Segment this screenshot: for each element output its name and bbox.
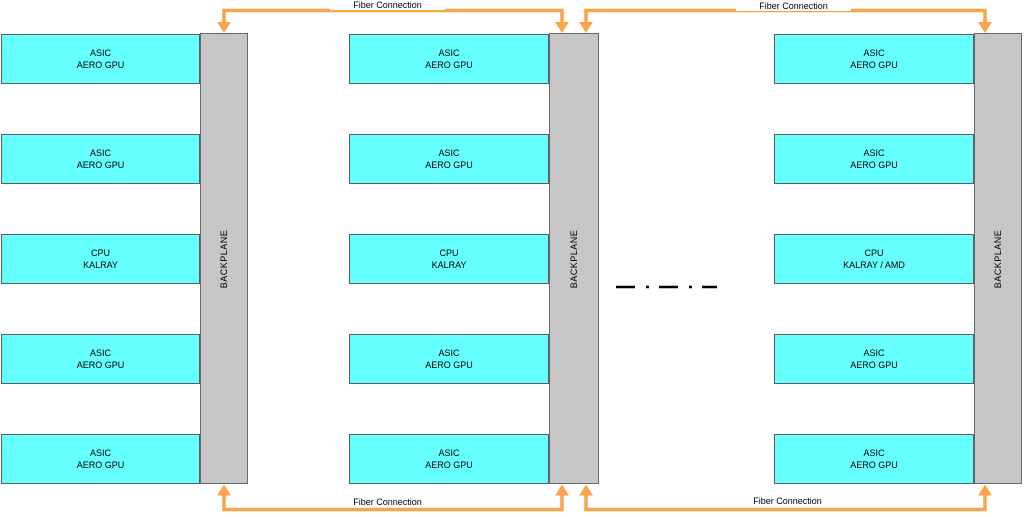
- arrow-down-icon: [555, 22, 569, 33]
- board-asic-aero-gpu: ASIC AERO GPU: [1, 34, 200, 84]
- arrow-down-icon: [978, 22, 992, 33]
- board-cpu-kalray: CPU KALRAY: [1, 234, 200, 284]
- board-line2: AERO GPU: [850, 160, 898, 170]
- arrow-down-icon: [217, 22, 231, 33]
- board-line1: ASIC: [863, 348, 885, 358]
- fiber-connection-label: Fiber Connection: [330, 497, 445, 507]
- board-asic-aero-gpu: ASIC AERO GPU: [774, 134, 974, 184]
- backplane-label: BACKPLANE: [569, 229, 579, 288]
- backplane-label: BACKPLANE: [993, 229, 1003, 288]
- fiber-connection-label: Fiber Connection: [330, 0, 445, 10]
- board-asic-aero-gpu: ASIC AERO GPU: [349, 334, 549, 384]
- arrow-up-icon: [217, 484, 231, 496]
- backplane-bar: BACKPLANE: [200, 33, 248, 484]
- board-line1: ASIC: [863, 148, 885, 158]
- board-line1: CPU: [439, 248, 459, 258]
- board-line2: AERO GPU: [850, 360, 898, 370]
- board-line1: ASIC: [89, 148, 111, 158]
- board-line1: ASIC: [438, 448, 460, 458]
- board-line1: ASIC: [438, 48, 460, 58]
- board-line1: ASIC: [438, 148, 460, 158]
- board-line1: ASIC: [863, 448, 885, 458]
- board-line1: ASIC: [89, 448, 111, 458]
- board-asic-aero-gpu: ASIC AERO GPU: [774, 34, 974, 84]
- board-line2: AERO GPU: [76, 460, 125, 470]
- board-asic-aero-gpu: ASIC AERO GPU: [1, 134, 200, 184]
- board-line2: KALRAY: [83, 260, 118, 270]
- arrow-up-icon: [579, 484, 593, 496]
- board-line1: CPU: [90, 248, 110, 258]
- board-asic-aero-gpu: ASIC AERO GPU: [774, 434, 974, 484]
- backplane-bar: BACKPLANE: [974, 33, 1022, 484]
- arrow-up-icon: [555, 484, 569, 496]
- board-asic-aero-gpu: ASIC AERO GPU: [774, 334, 974, 384]
- backplane-bar: BACKPLANE: [549, 33, 599, 484]
- board-line1: ASIC: [863, 48, 885, 58]
- board-asic-aero-gpu: ASIC AERO GPU: [349, 34, 549, 84]
- fiber-link-top-right: [584, 8, 987, 23]
- board-cpu-kalray: CPU KALRAY: [349, 234, 549, 284]
- board-line2: AERO GPU: [425, 60, 473, 70]
- fiber-connection-label: Fiber Connection: [730, 496, 845, 506]
- arrow-down-icon: [579, 22, 593, 33]
- board-line1: ASIC: [89, 348, 111, 358]
- arrow-up-icon: [978, 484, 992, 496]
- fiber-link-top-left: [222, 8, 564, 23]
- board-asic-aero-gpu: ASIC AERO GPU: [349, 434, 549, 484]
- board-line2: AERO GPU: [850, 60, 898, 70]
- board-line2: KALRAY / AMD: [843, 260, 905, 270]
- board-line2: AERO GPU: [425, 360, 473, 370]
- board-line2: AERO GPU: [850, 460, 898, 470]
- fiber-connection-label: Fiber Connection: [736, 1, 851, 11]
- board-line1: CPU: [864, 248, 884, 258]
- board-line2: AERO GPU: [76, 360, 125, 370]
- board-line2: AERO GPU: [76, 60, 125, 70]
- board-line1: ASIC: [438, 348, 460, 358]
- board-line2: AERO GPU: [76, 160, 125, 170]
- board-line2: KALRAY: [431, 260, 467, 270]
- board-line2: AERO GPU: [425, 160, 473, 170]
- board-line2: AERO GPU: [425, 460, 473, 470]
- board-asic-aero-gpu: ASIC AERO GPU: [1, 434, 200, 484]
- board-line1: ASIC: [89, 48, 111, 58]
- backplane-label: BACKPLANE: [219, 229, 229, 288]
- board-asic-aero-gpu: ASIC AERO GPU: [349, 134, 549, 184]
- board-asic-aero-gpu: ASIC AERO GPU: [1, 334, 200, 384]
- board-cpu-kalray-amd: CPU KALRAY / AMD: [774, 234, 974, 284]
